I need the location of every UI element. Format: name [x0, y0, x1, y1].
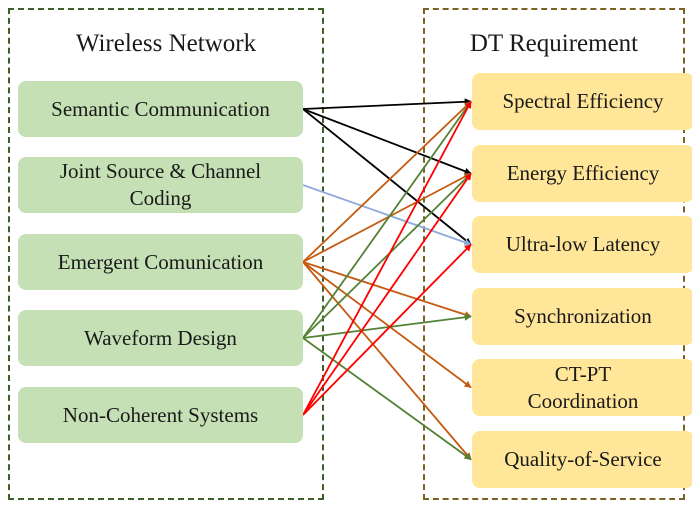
node-synchronization: Synchronization: [472, 288, 692, 345]
node-spectral-efficiency: Spectral Efficiency: [472, 73, 692, 130]
node-emergent-communication: Emergent Comunication: [18, 234, 303, 290]
node-ct-pt-coordination: CT-PT Coordination: [472, 359, 692, 416]
node-energy-efficiency: Energy Efficiency: [472, 145, 692, 202]
node-waveform-design: Waveform Design: [18, 310, 303, 366]
node-non-coherent-systems: Non-Coherent Systems: [18, 387, 303, 443]
node-quality-of-service: Quality-of-Service: [472, 431, 692, 488]
node-semantic-communication: Semantic Communication: [18, 81, 303, 137]
node-joint-source-channel-coding: Joint Source & Channel Coding: [18, 157, 303, 213]
node-ultra-low-latency: Ultra-low Latency: [472, 216, 692, 273]
dt-requirement-title: DT Requirement: [469, 30, 639, 57]
wireless-network-title: Wireless Network: [75, 30, 257, 57]
